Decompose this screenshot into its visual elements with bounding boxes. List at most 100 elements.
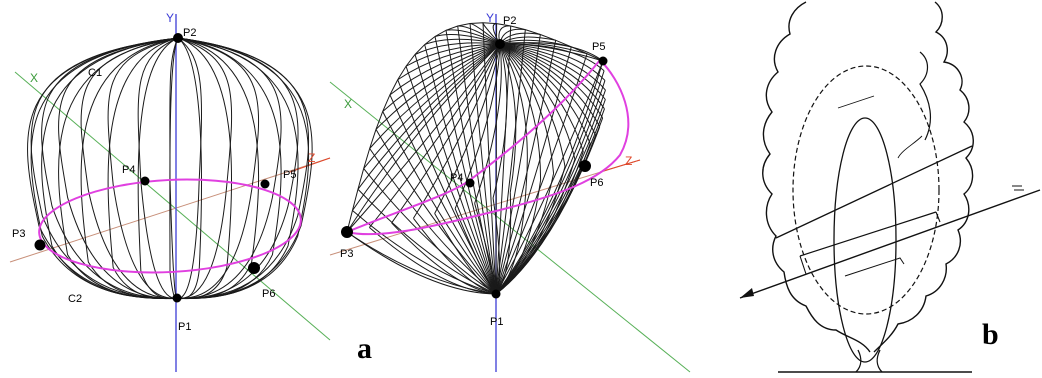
right-mesh-strand xyxy=(391,43,501,224)
right-mesh-strand xyxy=(413,217,497,295)
light-ray-upper xyxy=(775,145,973,239)
path-segment-inner xyxy=(844,257,905,277)
right-mesh-strand xyxy=(434,36,497,295)
left-point-p2 xyxy=(173,33,183,43)
left-mesh-meridian xyxy=(176,37,299,299)
right-mesh-strand xyxy=(495,117,604,295)
right-y-axis-label: Y xyxy=(486,11,494,25)
left-mesh-meridian xyxy=(176,37,260,300)
right-mesh-strand xyxy=(495,70,605,295)
left-z-axis-tip xyxy=(289,157,331,173)
right-mesh-strand xyxy=(369,227,497,295)
right-mesh-strand xyxy=(457,25,497,295)
tree-outer-envelope xyxy=(792,65,940,315)
left-point-p3 xyxy=(34,239,46,251)
left-x-axis-label: X xyxy=(30,71,38,85)
left-point-p6 xyxy=(248,262,260,274)
right-mesh-strand xyxy=(346,231,497,295)
right-mesh-strand xyxy=(397,43,501,81)
right-point-p2 xyxy=(495,39,505,49)
tree-trunk xyxy=(855,349,883,373)
right-mesh-strand xyxy=(445,30,497,295)
left-point-p1 xyxy=(172,293,182,303)
right-label-p2: P2 xyxy=(503,15,516,27)
right-mesh-strand xyxy=(495,60,604,295)
right-mesh-strand xyxy=(499,43,528,187)
right-mesh-strand xyxy=(397,79,497,295)
right-point-p4 xyxy=(465,178,475,188)
right-label-p4: P4 xyxy=(450,172,463,184)
right-mesh-strand xyxy=(499,43,606,91)
left-mesh-meridian xyxy=(176,37,203,300)
right-mesh-strand xyxy=(499,43,517,193)
right-mesh-strand xyxy=(363,168,497,295)
right-label-p5: P5 xyxy=(592,41,605,53)
right-point-p1 xyxy=(491,289,501,299)
right-mesh-strand xyxy=(495,99,606,295)
left-mesh-meridian xyxy=(176,37,260,299)
tree-crown-diagram xyxy=(739,1,1041,373)
right-mesh-strand xyxy=(357,43,501,190)
light-ray-connector-left xyxy=(799,255,807,275)
right-label-p1: P1 xyxy=(490,316,503,328)
right-mesh-strand xyxy=(375,129,497,295)
right-mesh-strand xyxy=(495,34,541,295)
left-mesh-meridian xyxy=(176,37,203,299)
left-mesh-meridian xyxy=(176,37,282,299)
right-mesh-strand xyxy=(495,108,605,295)
right-point-p6 xyxy=(579,160,591,172)
right-mesh-strand xyxy=(499,43,597,136)
left-label-p1: P1 xyxy=(178,321,191,333)
tree-inner-core xyxy=(833,117,897,363)
left-label-p2: P2 xyxy=(183,27,196,39)
tree-crown-inner-lobe xyxy=(919,51,932,141)
right-mesh-strand xyxy=(499,43,542,181)
right-mesh-strand xyxy=(495,60,604,295)
left-label-p3: P3 xyxy=(12,228,25,240)
left-mesh-meridian xyxy=(30,37,179,299)
right-mesh-strand xyxy=(434,34,501,45)
right-label-p3: P3 xyxy=(340,248,353,260)
path-brace-side xyxy=(897,135,923,159)
left-mesh-meridian xyxy=(58,37,179,299)
right-mesh-strand xyxy=(369,43,501,228)
right-mesh-strand xyxy=(424,44,497,295)
right-point-p3 xyxy=(341,226,353,238)
right-mesh-strand xyxy=(382,111,497,295)
left-mesh-meridian xyxy=(41,37,179,299)
right-mesh-strand xyxy=(469,23,497,295)
left-point-p5 xyxy=(260,179,270,189)
left-mesh-meridian xyxy=(41,37,179,299)
left-wireframe-shape: Y X Z P2 C1 P4 P5 P3 C2 P6 P1 xyxy=(9,11,331,372)
right-mesh-strand xyxy=(445,29,501,45)
light-ray-middle xyxy=(799,211,937,257)
right-mesh-strand xyxy=(391,222,497,295)
left-mesh-meridian xyxy=(27,37,179,299)
right-mesh-strand xyxy=(495,46,572,295)
left-mesh-meridian xyxy=(107,37,179,300)
right-mesh-strand xyxy=(382,43,501,112)
left-mesh-meridian xyxy=(176,37,233,300)
right-mesh-strand xyxy=(414,54,497,295)
light-ray-arrowhead xyxy=(740,288,754,298)
left-mesh-meridian xyxy=(107,37,179,299)
left-mesh-meridian xyxy=(30,37,179,299)
right-mesh-strand xyxy=(405,43,501,67)
left-label-p5: P5 xyxy=(283,169,296,181)
right-mesh-strand xyxy=(346,231,497,295)
path-brace-upper xyxy=(837,95,875,109)
right-mesh-strand xyxy=(389,94,497,295)
right-mesh-strand xyxy=(352,43,501,211)
right-mesh-strand xyxy=(495,25,512,295)
left-mesh-meridian xyxy=(176,37,299,299)
right-mesh-lines xyxy=(346,22,606,295)
left-mesh-meridian xyxy=(80,37,179,299)
right-mesh-strand xyxy=(495,80,606,295)
right-mesh-strand xyxy=(375,43,501,130)
right-mesh-strand xyxy=(424,38,501,46)
right-mesh-strand xyxy=(495,40,557,295)
left-label-p6: P6 xyxy=(262,288,275,300)
right-mesh-strand xyxy=(499,43,576,160)
right-mesh-strand xyxy=(357,188,497,295)
